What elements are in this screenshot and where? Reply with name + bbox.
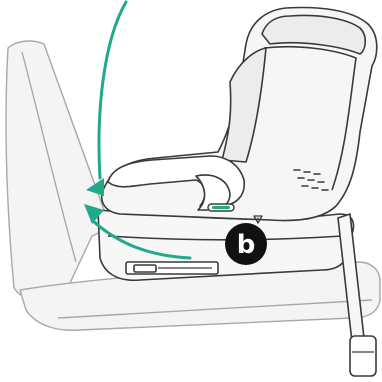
arrow-heads — [84, 178, 104, 224]
seat-backrest-inner — [263, 45, 357, 191]
seat-side-wing — [221, 47, 267, 163]
warning-triangle-icon — [253, 215, 263, 224]
base-inner-ridge — [107, 235, 343, 241]
installation-arrows — [90, 0, 192, 260]
arrow-head-lower — [84, 204, 104, 224]
curved-arrow-icon — [90, 218, 192, 260]
vehicle-seat-backrest — [5, 40, 107, 303]
callout-label: b — [237, 230, 256, 260]
callout-badge: b — [225, 223, 267, 265]
child-car-seat — [100, 6, 378, 222]
vehicle-seat-cushion-seam — [57, 299, 373, 319]
vehicle-seat-backrest-edge — [21, 51, 77, 263]
lock-indicator-icon — [207, 203, 235, 212]
arrow-head-upper — [86, 178, 104, 196]
ventilation-grille — [293, 169, 329, 191]
support-leg-foot — [349, 335, 377, 377]
callout-circle — [225, 223, 267, 265]
seat-headrest — [261, 14, 367, 55]
curved-arrow-icon — [97, 0, 128, 180]
isofix-latch — [133, 264, 157, 273]
